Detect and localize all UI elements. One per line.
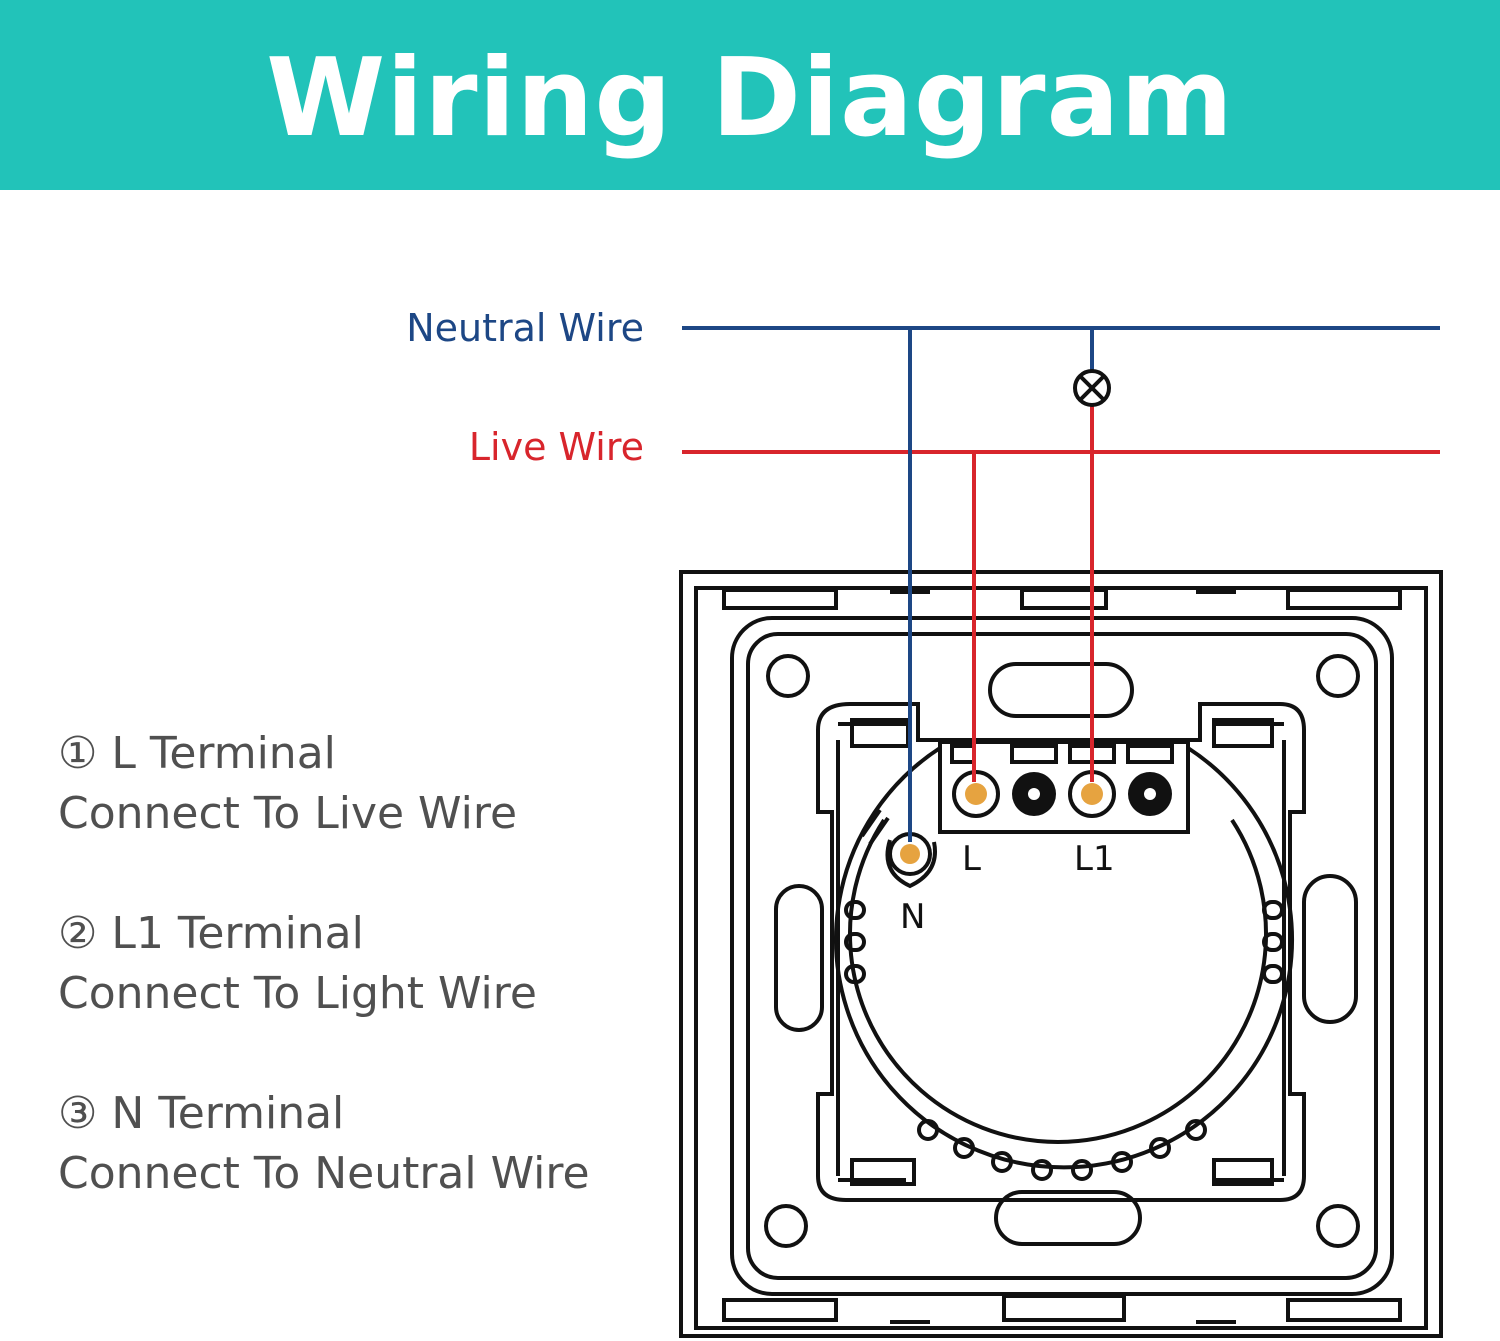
terminal-slot bbox=[1126, 744, 1174, 764]
terminal-l1-label: L1 bbox=[1074, 839, 1115, 879]
n-terminal-housing bbox=[885, 839, 937, 889]
bottom-bumps bbox=[917, 1119, 1207, 1181]
frame-tab bbox=[1286, 1298, 1402, 1322]
side-bump bbox=[844, 932, 866, 952]
live-wire-label: Live Wire bbox=[468, 425, 644, 469]
note-l1-terminal: ② L1 Terminal Connect To Light Wire bbox=[58, 904, 590, 1024]
bracket-clip bbox=[1212, 1158, 1274, 1186]
side-bump bbox=[844, 964, 866, 984]
side-bump bbox=[844, 900, 866, 920]
terminal-notes: ① L Terminal Connect To Live Wire ② L1 T… bbox=[58, 724, 590, 1264]
bracket-clip bbox=[850, 1158, 916, 1186]
wires bbox=[682, 326, 1440, 842]
screw-hole bbox=[766, 654, 810, 698]
module-housing-inner bbox=[848, 818, 1268, 1144]
switch-module bbox=[679, 570, 1443, 1338]
housing-notch bbox=[860, 808, 882, 838]
module-bracket bbox=[816, 702, 1306, 1202]
bracket-rails bbox=[838, 722, 1284, 1182]
terminal-n-label: N bbox=[900, 897, 925, 937]
note-title: ① L Terminal bbox=[58, 728, 336, 779]
note-description: Connect To Live Wire bbox=[58, 788, 518, 839]
terminal-slot bbox=[950, 744, 976, 764]
screw-hole bbox=[1316, 1204, 1360, 1248]
page-title: Wiring Diagram bbox=[266, 35, 1234, 161]
mount-slot bbox=[774, 884, 824, 1032]
housing-notch bbox=[868, 816, 890, 846]
note-description: Connect To Neutral Wire bbox=[58, 1148, 590, 1199]
terminal-blank-core bbox=[1144, 788, 1156, 800]
frame-tab bbox=[1002, 1294, 1126, 1322]
mount-slot bbox=[1302, 874, 1358, 1024]
frame-tab bbox=[722, 1298, 838, 1322]
lamp-icon bbox=[1073, 369, 1111, 407]
outer-frame bbox=[679, 570, 1443, 1338]
header-banner: Wiring Diagram bbox=[0, 0, 1500, 190]
note-l-terminal: ① L Terminal Connect To Live Wire bbox=[58, 724, 590, 844]
terminal-blank-core bbox=[1028, 788, 1040, 800]
terminal-l1-core bbox=[1081, 783, 1103, 805]
mount-plate-inner bbox=[746, 632, 1378, 1280]
module-housing bbox=[834, 746, 1294, 1170]
side-bump bbox=[1262, 900, 1284, 920]
terminal-block bbox=[938, 740, 1190, 834]
side-bump bbox=[1262, 932, 1284, 952]
mount-slot bbox=[988, 662, 1134, 718]
note-description: Connect To Light Wire bbox=[58, 968, 537, 1019]
mount-plate bbox=[730, 616, 1394, 1296]
terminal-l-core bbox=[965, 783, 987, 805]
note-title: ② L1 Terminal bbox=[58, 908, 364, 959]
screw-hole bbox=[764, 1204, 808, 1248]
frame-tab bbox=[1020, 588, 1108, 610]
terminal-slot bbox=[1010, 744, 1058, 764]
note-title: ③ N Terminal bbox=[58, 1088, 345, 1139]
screw-hole bbox=[1316, 654, 1360, 698]
terminal-screws bbox=[888, 770, 1172, 876]
frame-tab bbox=[1286, 588, 1402, 610]
note-n-terminal: ③ N Terminal Connect To Neutral Wire bbox=[58, 1084, 590, 1204]
bracket-clip bbox=[1212, 718, 1274, 748]
terminal-n-core bbox=[900, 844, 920, 864]
neutral-wire-label: Neutral Wire bbox=[406, 306, 644, 350]
mount-slot bbox=[994, 1190, 1142, 1246]
side-bump bbox=[1262, 964, 1284, 984]
frame-tab bbox=[722, 588, 838, 610]
terminal-l-label: L bbox=[962, 839, 981, 879]
